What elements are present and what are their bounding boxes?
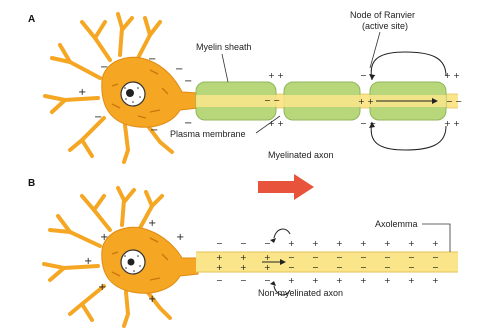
charge-b-19: − <box>408 253 415 262</box>
plasma-membrane-label: Plasma membrane <box>170 129 246 139</box>
charge-a-4: − <box>100 62 108 73</box>
neuron-body-b <box>44 188 198 326</box>
charge-b-15: − <box>312 253 319 262</box>
charge-a-8: − <box>184 118 192 129</box>
non-myelinated-axon-label: Non-myelinated axon <box>258 288 343 298</box>
charge-a-9: + + <box>268 71 284 80</box>
panel-a: A <box>28 10 462 162</box>
charge-b-3: − <box>264 239 271 248</box>
local-current-arrow-top <box>274 229 290 238</box>
charge-a-1: − <box>148 54 156 65</box>
charge-b-2: − <box>240 239 247 248</box>
charge-b-7: + <box>360 239 367 248</box>
node-active-site-label: (active site) <box>362 21 408 31</box>
charge-b-30: − <box>432 263 439 272</box>
charge-b-34: + <box>288 276 295 285</box>
charge-b-33: − <box>264 276 271 285</box>
charge-a-3: + <box>78 87 86 98</box>
charge-b-soma-1: + <box>148 218 156 229</box>
charge-b-soma-5: + <box>98 282 106 293</box>
charge-b-23: + <box>264 263 271 272</box>
charge-b-11: + <box>216 253 223 262</box>
charge-b-soma-6: + <box>148 294 156 305</box>
charge-b-5: + <box>312 239 319 248</box>
charge-b-37: + <box>360 276 367 285</box>
charge-b-24: − <box>288 263 295 272</box>
charge-b-soma-4: + <box>100 232 108 243</box>
charge-b-17: − <box>360 253 367 262</box>
soma-a <box>102 57 198 127</box>
charge-b-26: − <box>336 263 343 272</box>
current-loop-arrow-top <box>371 52 446 80</box>
non-myelinated-axon <box>196 252 458 272</box>
charge-b-39: + <box>408 276 415 285</box>
panel-b-letter: B <box>28 178 35 189</box>
charge-b-27: − <box>360 263 367 272</box>
charge-b-soma-2: + <box>176 232 184 243</box>
nucleolus-a <box>126 89 134 97</box>
charge-a-13: + + <box>358 97 374 106</box>
direction-arrow-icon <box>258 174 314 200</box>
charge-a-14: − − <box>360 119 376 128</box>
charge-a-5: − <box>94 112 102 123</box>
charge-b-18: − <box>384 253 391 262</box>
charge-b-6: + <box>336 239 343 248</box>
nucleolus-b <box>128 259 135 266</box>
local-current-arrowhead-top <box>270 238 276 243</box>
charge-a-15: + + <box>444 71 460 80</box>
neuron-body-a <box>45 14 198 162</box>
charge-b-22: + <box>240 263 247 272</box>
node-of-ranvier-label: Node of Ranvier <box>350 10 415 20</box>
charge-a-7: − <box>184 76 192 87</box>
charge-a-17: + + <box>444 119 460 128</box>
charge-b-13: + <box>264 253 271 262</box>
charge-b-29: − <box>408 263 415 272</box>
charge-a-6: − <box>150 125 158 136</box>
charge-b-28: − <box>384 263 391 272</box>
charge-b-35: + <box>312 276 319 285</box>
charge-b-31: − <box>216 276 223 285</box>
axolemma-label: Axolemma <box>375 219 418 229</box>
charge-b-soma-3: + <box>84 256 92 267</box>
panel-b: B <box>28 178 458 326</box>
panel-a-letter: A <box>28 14 35 25</box>
charge-a-11: + + <box>268 119 284 128</box>
charge-b-12: + <box>240 253 247 262</box>
charge-b-16: − <box>336 253 343 262</box>
charge-a-12: − − <box>360 71 376 80</box>
charge-a-2: − <box>175 64 183 75</box>
charge-b-9: + <box>408 239 415 248</box>
charge-b-8: + <box>384 239 391 248</box>
myelin-sheath-pointer <box>222 54 228 82</box>
charge-b-40: + <box>432 276 439 285</box>
charge-b-36: + <box>336 276 343 285</box>
charge-b-20: − <box>432 253 439 262</box>
local-current-arrowhead-bottom <box>270 281 276 286</box>
myelin-sheath-label: Myelin sheath <box>196 42 252 52</box>
myelinated-axon-label: Myelinated axon <box>268 150 334 160</box>
node-pointer <box>370 32 380 68</box>
charge-b-10: + <box>432 239 439 248</box>
charge-a-10: − − <box>264 96 280 105</box>
charge-b-38: + <box>384 276 391 285</box>
charge-b-25: − <box>312 263 319 272</box>
charge-a-16: − − <box>446 97 462 106</box>
charge-b-14: − <box>288 253 295 262</box>
charge-b-1: − <box>216 239 223 248</box>
charge-b-4: + <box>288 239 295 248</box>
charge-b-32: − <box>240 276 247 285</box>
charge-b-21: + <box>216 263 223 272</box>
current-loop-arrow-bottom <box>371 122 446 150</box>
